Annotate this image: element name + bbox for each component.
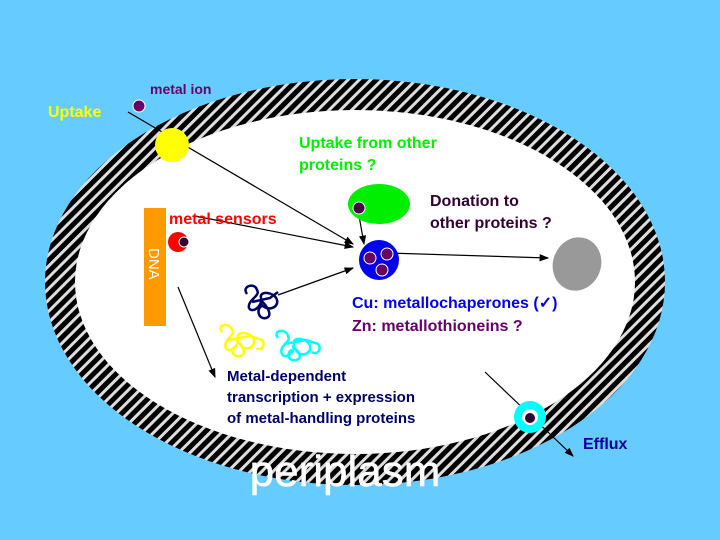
protein-yellow	[219, 323, 265, 358]
acceptor-protein	[552, 237, 602, 291]
donation-line1: Donation to	[430, 193, 519, 210]
sensor-to-chaperone-arrow	[194, 215, 355, 249]
dna-bar	[144, 208, 166, 326]
metal-ion-outside	[132, 99, 146, 113]
donation-arrow	[387, 252, 550, 262]
metal-sensors-label: metal sensors	[169, 211, 277, 228]
metal-ion-sensor	[178, 236, 190, 248]
metal-ion-label: metal ion	[150, 81, 212, 97]
donation-line2: other proteins ?	[430, 215, 552, 232]
protein-navy	[244, 284, 279, 320]
green-protein	[348, 184, 410, 224]
uptake-from-other-line1: Uptake from other	[299, 135, 437, 152]
transcription-label: Metal-dependent transcription + expressi…	[227, 366, 415, 429]
dna-to-transcription-arrow	[177, 286, 216, 379]
periplasm-label: periplasm	[250, 447, 441, 496]
metal-ion-c	[375, 263, 389, 277]
cu-chaperone-label: Cu: metallochaperones (✓)	[352, 295, 558, 312]
uptake-from-other-line2: proteins ?	[299, 157, 377, 174]
uptake-transporter	[155, 128, 189, 162]
metal-ion-b	[380, 247, 394, 261]
uptake-from-other-label: Uptake from other proteins ?	[299, 133, 437, 177]
metal-ion-efflux	[525, 413, 535, 423]
transcription-line1: Metal-dependent	[227, 368, 347, 385]
efflux-label: Efflux	[583, 436, 628, 453]
dna-label: DNA	[145, 248, 162, 280]
protein-cyan	[275, 329, 321, 362]
zn-thionein-label: Zn: metallothioneins ?	[352, 318, 523, 335]
metal-ion-a	[363, 251, 377, 265]
donation-label: Donation to other proteins ?	[430, 191, 552, 235]
protein-to-chaperone-arrow	[277, 267, 355, 296]
uptake-label: Uptake	[48, 104, 102, 121]
metal-ion-green	[352, 201, 366, 215]
transcription-line3: of metal-handling proteins	[227, 410, 416, 427]
transcription-line2: transcription + expression	[227, 389, 415, 406]
